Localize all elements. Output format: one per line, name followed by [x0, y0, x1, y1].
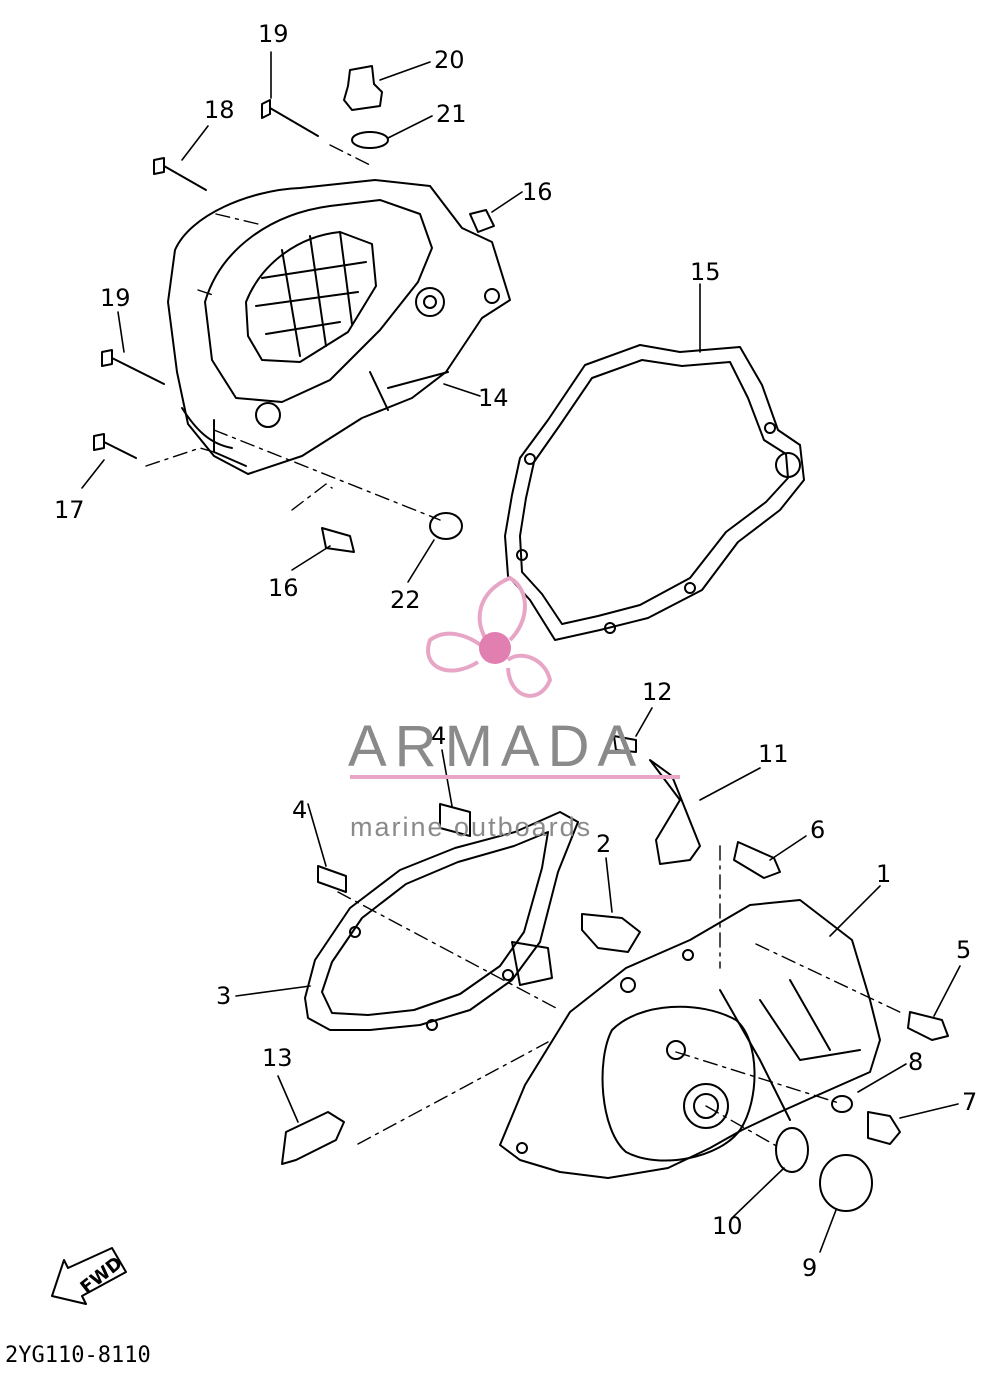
callout-10: 10: [712, 1212, 743, 1240]
callout-2: 2: [596, 830, 612, 858]
lower-crankcase-cover: [499, 899, 881, 1179]
watermark-brand: ARMADA: [348, 714, 645, 779]
callout-19b: 19: [100, 284, 131, 312]
callout-8: 8: [908, 1048, 924, 1076]
callout-15: 15: [690, 258, 721, 286]
upper-crankcase-cover: [167, 179, 511, 475]
watermark-tagline: marine outboards: [350, 812, 593, 842]
callout-4b: 4: [431, 722, 447, 750]
fwd-arrow-icon: [51, 1247, 127, 1305]
callout-1: 1: [876, 860, 892, 888]
gasket-15: [504, 344, 805, 641]
callout-17: 17: [54, 496, 85, 524]
leader-lines: [81, 51, 961, 1253]
callout-7: 7: [962, 1088, 978, 1116]
callout-16b: 16: [268, 574, 299, 602]
callout-22: 22: [390, 586, 421, 614]
gasket-3: [304, 811, 579, 1031]
callout-20: 20: [434, 46, 465, 74]
callout-11: 11: [758, 740, 789, 768]
callout-12: 12: [642, 678, 673, 706]
small-parts: [93, 65, 949, 1212]
assembly-lines: [145, 144, 905, 1149]
watermark-divider: [350, 775, 680, 779]
callout-13: 13: [262, 1044, 293, 1072]
callout-5: 5: [956, 936, 972, 964]
callout-16a: 16: [522, 178, 553, 206]
callout-3: 3: [216, 982, 232, 1010]
callout-19a: 19: [258, 20, 289, 48]
diagram-code: 2YG110-8110: [5, 1343, 151, 1368]
callout-9: 9: [802, 1254, 818, 1282]
callout-14: 14: [478, 384, 509, 412]
callout-4a: 4: [292, 796, 308, 824]
callout-18: 18: [204, 96, 235, 124]
callout-6: 6: [810, 816, 826, 844]
propeller-logo-icon: [426, 575, 553, 698]
callout-21: 21: [436, 100, 467, 128]
